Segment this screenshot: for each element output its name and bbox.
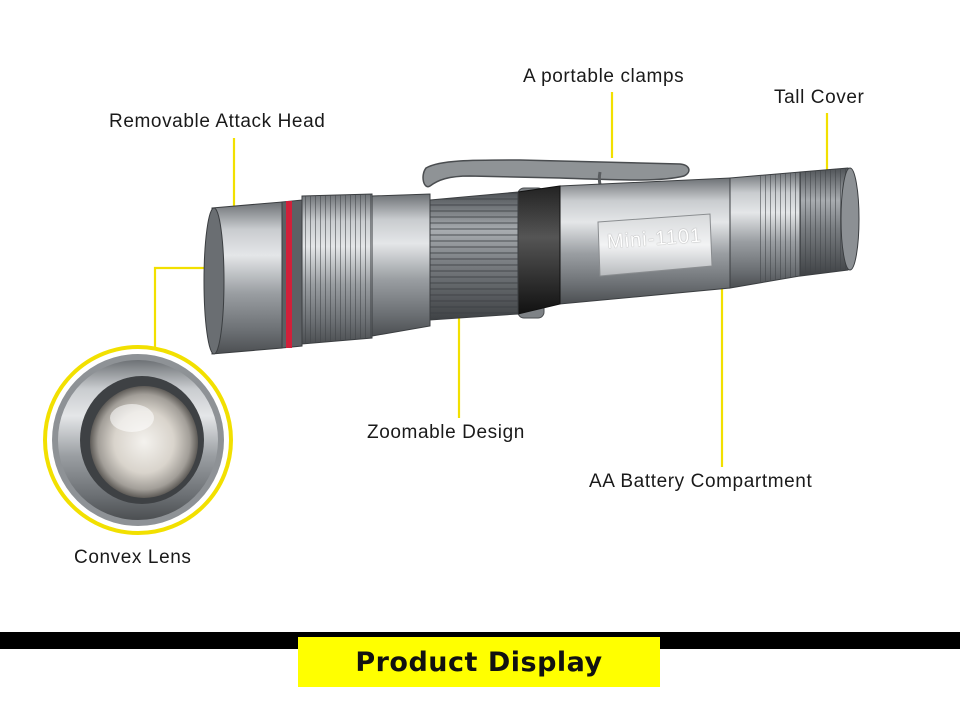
tail-grip <box>729 171 801 289</box>
head-collar <box>371 193 431 337</box>
label-zoomable-design: Zoomable Design <box>367 422 525 443</box>
footer-title: Product Display <box>355 646 603 678</box>
zoom-threads <box>429 191 519 321</box>
battery-tube <box>559 177 731 305</box>
label-portable-clamps: A portable clamps <box>523 66 685 87</box>
label-tail-cover: Tall Cover <box>774 87 865 108</box>
head-knurl-ring <box>301 193 373 345</box>
callout-line-lens <box>153 266 205 348</box>
lens-inset <box>43 345 233 535</box>
label-removable-attack-head: Removable Attack Head <box>109 111 326 132</box>
black-o-ring <box>517 185 561 315</box>
attack-head <box>203 199 303 355</box>
tail-cover <box>799 167 860 277</box>
label-convex-lens: Convex Lens <box>74 547 192 568</box>
label-battery-compartment: AA Battery Compartment <box>589 471 813 492</box>
footer-banner: Product Display <box>298 637 660 687</box>
